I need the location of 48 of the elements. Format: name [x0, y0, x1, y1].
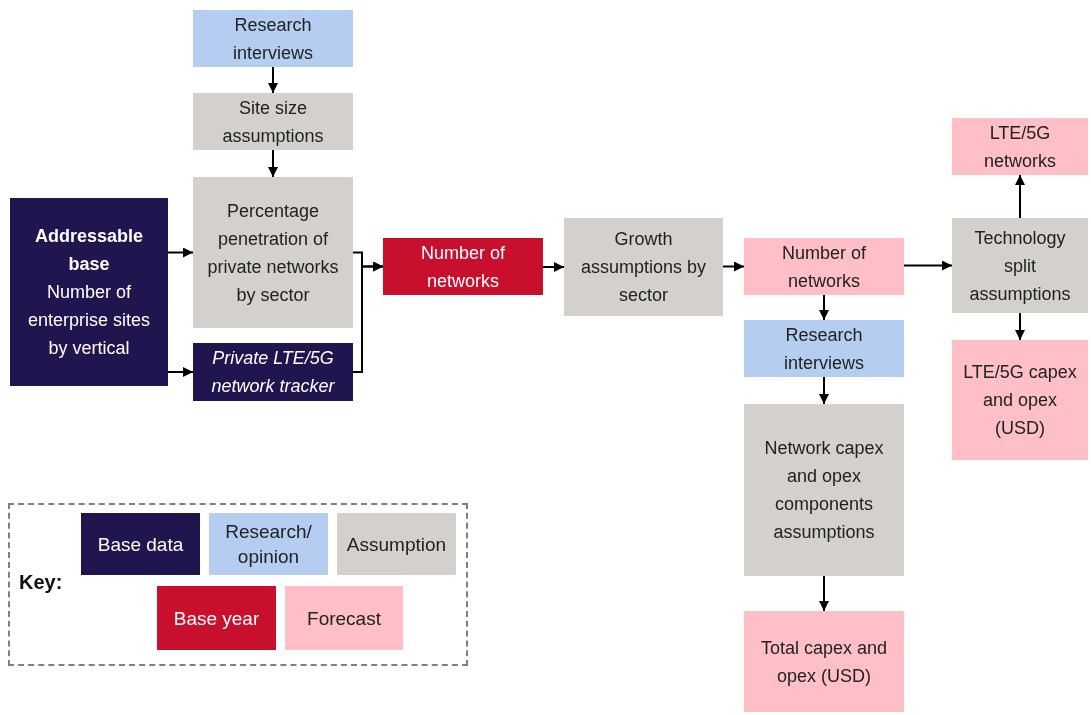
process-box [952, 218, 1088, 313]
arrow [167, 367, 194, 377]
legend-swatch: Assumption [337, 513, 456, 575]
process-box [744, 404, 904, 576]
legend-swatch: Research/ opinion [209, 513, 328, 575]
arrow [819, 294, 829, 321]
box-text: Total capex and opex (USD) [759, 636, 889, 688]
legend-title: Key: [19, 571, 63, 594]
box-text: Site size assumptions [221, 96, 325, 148]
box-text: Number of networks [419, 241, 506, 293]
process-box [744, 320, 904, 377]
process-box [193, 343, 353, 401]
process-box [193, 177, 353, 328]
arrow [819, 376, 829, 405]
box-text: Research interviews [232, 13, 314, 65]
box-text: Growth assumptions by sector [579, 228, 708, 307]
box-text: Number of networks [780, 241, 867, 293]
process-box [10, 198, 168, 386]
box-text: Research interviews [783, 323, 865, 375]
box-text: LTE/5G networks [983, 121, 1057, 173]
process-box [744, 238, 904, 295]
legend-swatch: Forecast [285, 586, 403, 650]
arrow [542, 262, 565, 272]
process-box [383, 238, 543, 295]
arrow [268, 149, 278, 178]
process-box [952, 118, 1088, 175]
arrow [1015, 174, 1025, 219]
arrow [819, 575, 829, 612]
box-text: Private LTE/5G network tracker [210, 347, 336, 398]
box-text: Percentage penetration of private networks by sector [206, 199, 340, 307]
arrow [352, 261, 384, 373]
box-text: Number of enterprise sites by vertical [26, 281, 152, 360]
process-box [952, 340, 1088, 460]
arrow [903, 260, 953, 271]
legend-swatch: Base year [157, 586, 276, 650]
process-box [744, 611, 904, 712]
box-text: LTE/5G capex and opex (USD) [962, 361, 1078, 440]
process-box [193, 93, 353, 150]
arrow [1015, 312, 1025, 341]
box-text: Technology split assumptions [968, 226, 1072, 306]
box-text: Network capex and opex components assumptions [763, 437, 885, 544]
process-box [564, 218, 723, 316]
arrow [722, 261, 745, 272]
arrow [167, 247, 194, 258]
arrow [268, 66, 278, 94]
box-heading: Addressable base [33, 225, 144, 276]
legend-swatch: Base data [81, 513, 200, 575]
process-box [193, 10, 353, 67]
